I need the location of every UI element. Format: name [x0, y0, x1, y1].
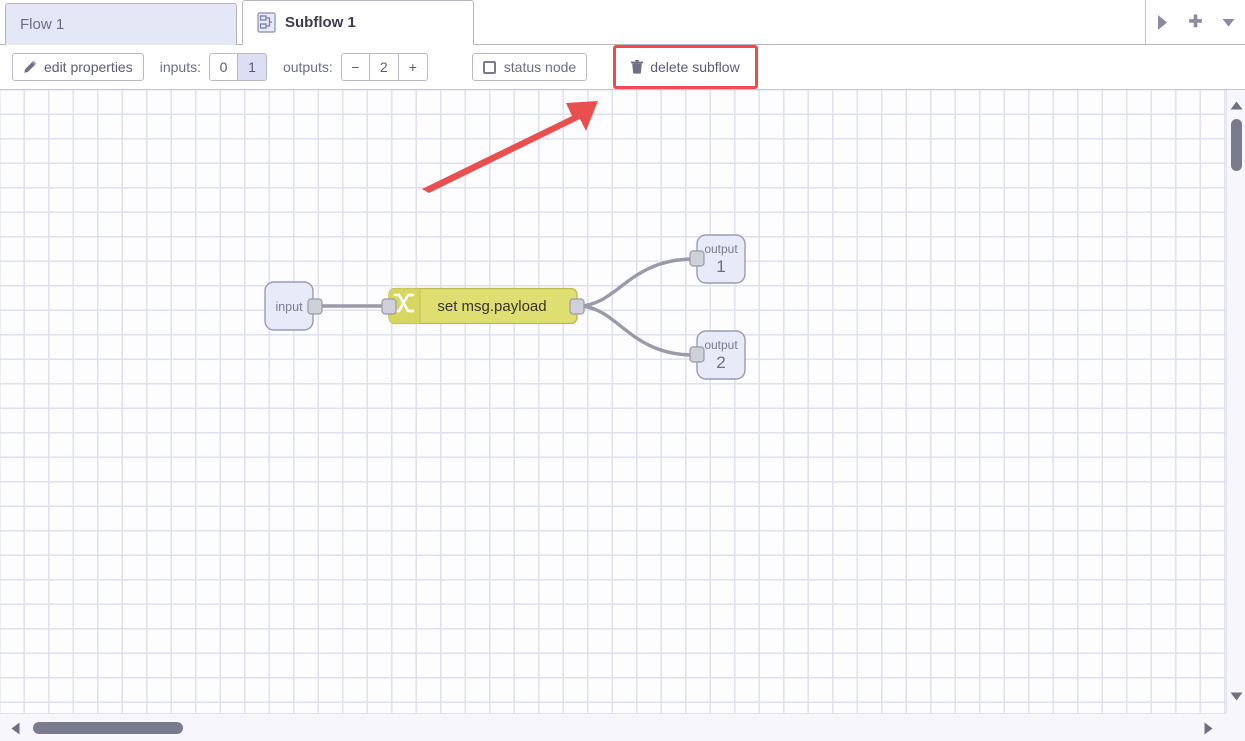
- scroll-right-icon[interactable]: [1201, 721, 1215, 735]
- change-node-input-port[interactable]: [381, 298, 397, 315]
- outputs-stepper: − 2 +: [340, 53, 428, 81]
- scroll-left-icon[interactable]: [8, 721, 22, 735]
- output-1-number: 1: [716, 257, 725, 276]
- tab-subflow-1-label: Subflow 1: [285, 14, 356, 31]
- next-tab-arrow-icon[interactable]: [1150, 9, 1176, 35]
- outputs-value: 2: [369, 53, 399, 81]
- shuffle-icon: [393, 293, 415, 313]
- subflow-icon: [257, 12, 276, 33]
- delete-subflow-label: delete subflow: [650, 59, 740, 75]
- wire-change-to-output2: [576, 304, 696, 357]
- edit-properties-button[interactable]: edit properties: [12, 53, 144, 81]
- vertical-scrollbar[interactable]: [1226, 90, 1245, 713]
- tab-flow-1-label: Flow 1: [20, 16, 65, 33]
- output-1-label: output: [704, 242, 738, 256]
- inputs-label: inputs:: [159, 59, 201, 75]
- node-change[interactable]: set msg.payload: [381, 287, 585, 325]
- delete-subflow-highlight: delete subflow: [613, 45, 758, 89]
- inputs-toggle-group: 0 1: [208, 53, 267, 81]
- status-node-label: status node: [503, 59, 577, 75]
- output-2-label: output: [704, 338, 738, 352]
- inputs-option-0[interactable]: 0: [208, 53, 238, 81]
- pencil-icon: [23, 60, 37, 74]
- outputs-decrement-button[interactable]: −: [340, 53, 370, 81]
- scroll-up-icon[interactable]: [1227, 98, 1245, 112]
- tab-subflow-1[interactable]: Subflow 1: [242, 0, 474, 45]
- delete-subflow-button[interactable]: delete subflow: [621, 53, 750, 81]
- annotation-arrow-icon: [422, 101, 598, 193]
- edit-properties-label: edit properties: [44, 59, 133, 75]
- scroll-down-icon[interactable]: [1227, 689, 1245, 703]
- change-node-output-port[interactable]: [569, 298, 585, 315]
- subflow-canvas[interactable]: input set msg.payload: [0, 90, 1226, 713]
- flow-menu-chevron-icon[interactable]: [1216, 9, 1242, 35]
- node-subflow-output-2[interactable]: output 2: [689, 330, 746, 380]
- checkbox-square-icon: [482, 60, 496, 74]
- flow-tab-strip: Flow 1 Subflow 1: [0, 0, 474, 45]
- trash-icon: [631, 60, 644, 74]
- tab-flow-1[interactable]: Flow 1: [5, 3, 237, 45]
- horizontal-scrollbar[interactable]: [0, 713, 1245, 741]
- add-flow-icon[interactable]: [1183, 9, 1209, 35]
- horizontal-scroll-thumb[interactable]: [33, 722, 183, 734]
- wire-change-to-output1: [576, 257, 696, 308]
- outputs-increment-button[interactable]: +: [398, 53, 428, 81]
- node-subflow-input[interactable]: input: [264, 281, 323, 331]
- inputs-option-1[interactable]: 1: [237, 53, 267, 81]
- tab-bar-tools: [1145, 0, 1245, 44]
- output-2-input-port[interactable]: [689, 346, 705, 363]
- flow-tab-bar: Flow 1 Subflow 1: [0, 0, 1245, 45]
- subflow-toolbar: edit properties inputs: 0 1 outputs: − 2…: [0, 45, 1245, 90]
- output-2-number: 2: [716, 353, 725, 372]
- input-node-output-port[interactable]: [307, 298, 323, 315]
- node-subflow-output-1[interactable]: output 1: [689, 234, 746, 284]
- outputs-label: outputs:: [282, 59, 333, 75]
- status-node-checkbox[interactable]: status node: [471, 53, 588, 81]
- vertical-scroll-thumb[interactable]: [1231, 119, 1242, 171]
- output-1-input-port[interactable]: [689, 250, 705, 267]
- input-node-label: input: [275, 300, 303, 314]
- change-node-label: set msg.payload: [437, 298, 546, 315]
- scrollbar-corner: [1226, 713, 1245, 741]
